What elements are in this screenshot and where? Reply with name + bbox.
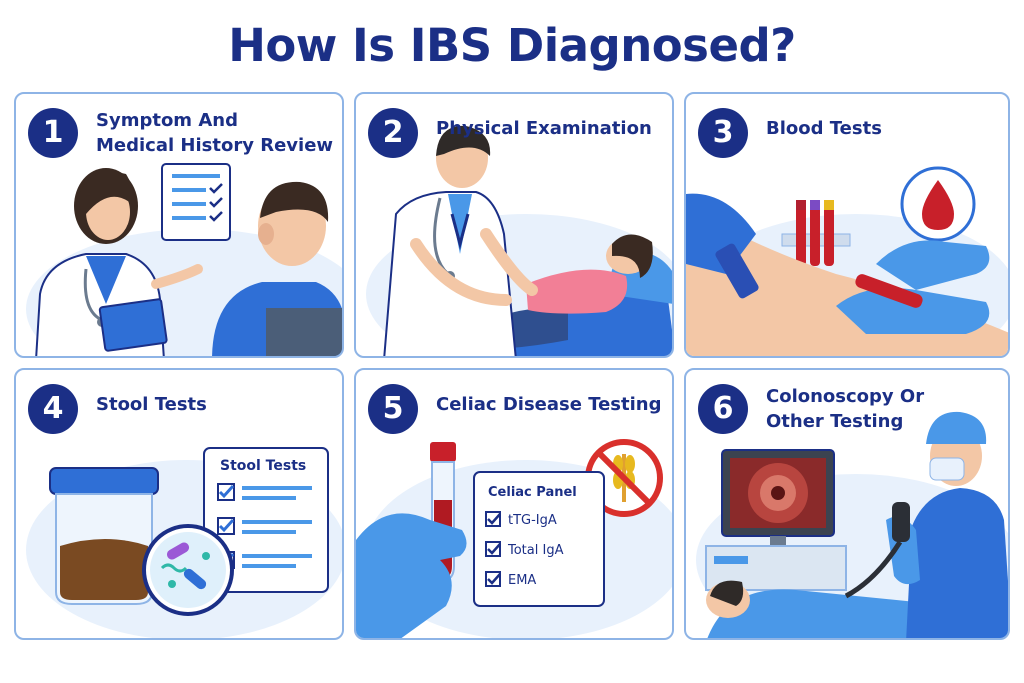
blood-test-illustration	[686, 166, 1008, 356]
celiac-item-2: Total IgA	[507, 543, 564, 558]
step-number-2: 2	[368, 108, 418, 158]
doctor-patient-consultation-illustration	[26, 163, 342, 356]
step-title-6-line-1: Colonoscopy Or	[766, 386, 925, 407]
step-number-5: 5	[368, 384, 418, 434]
step-panel-5: Celiac Panel tTG-IgA Total IgA EMA 5 Cel…	[354, 368, 674, 640]
step-number-3: 3	[698, 108, 748, 158]
step-title-5-line-1: Celiac Disease Testing	[436, 394, 662, 415]
step-panel-4: Stool Tests 4 Stool Tests	[14, 368, 344, 640]
step-panel-6: 6 Colonoscopy Or Other Testing	[684, 368, 1010, 640]
step-number-6: 6	[698, 384, 748, 434]
celiac-testing-illustration: Celiac Panel tTG-IgA Total IgA EMA	[356, 439, 672, 638]
step-title-1-line-1: Symptom And	[96, 110, 238, 131]
step-panel-2: 2 Physical Examination	[354, 92, 674, 358]
physical-examination-illustration	[366, 125, 672, 356]
step-number-1: 1	[28, 108, 78, 158]
blood-drop-icon	[900, 166, 976, 242]
step-title-2: Physical Examination	[436, 116, 652, 141]
step-title-1: Symptom And Medical History Review	[96, 108, 333, 158]
stool-card-title: Stool Tests	[220, 458, 306, 474]
step-title-4-line-1: Stool Tests	[96, 394, 207, 415]
step-panel-3: 3 Blood Tests	[684, 92, 1010, 358]
celiac-item-1: tTG-IgA	[508, 513, 557, 528]
step-title-1-line-2: Medical History Review	[96, 135, 334, 156]
checklist-icon	[161, 163, 231, 241]
celiac-card-title: Celiac Panel	[488, 485, 577, 500]
checklist-icon	[217, 483, 312, 569]
page-title: How Is IBS Diagnosed?	[228, 19, 796, 72]
step-number-4: 4	[28, 384, 78, 434]
step-title-4: Stool Tests	[96, 392, 207, 417]
celiac-item-3: EMA	[508, 573, 536, 588]
check-icon	[485, 511, 501, 587]
step-title-5: Celiac Disease Testing	[436, 392, 662, 417]
stool-test-illustration: Stool Tests	[26, 447, 342, 638]
step-title-3-line-1: Blood Tests	[766, 118, 882, 139]
step-title-3: Blood Tests	[766, 116, 882, 141]
step-title-6-line-2: Other Testing	[766, 411, 904, 432]
colonoscopy-illustration	[696, 411, 1008, 638]
step-title-2-line-1: Physical Examination	[436, 118, 652, 139]
step-title-6: Colonoscopy Or Other Testing	[766, 384, 924, 434]
step-panel-1: 1 Symptom And Medical History Review	[14, 92, 344, 358]
